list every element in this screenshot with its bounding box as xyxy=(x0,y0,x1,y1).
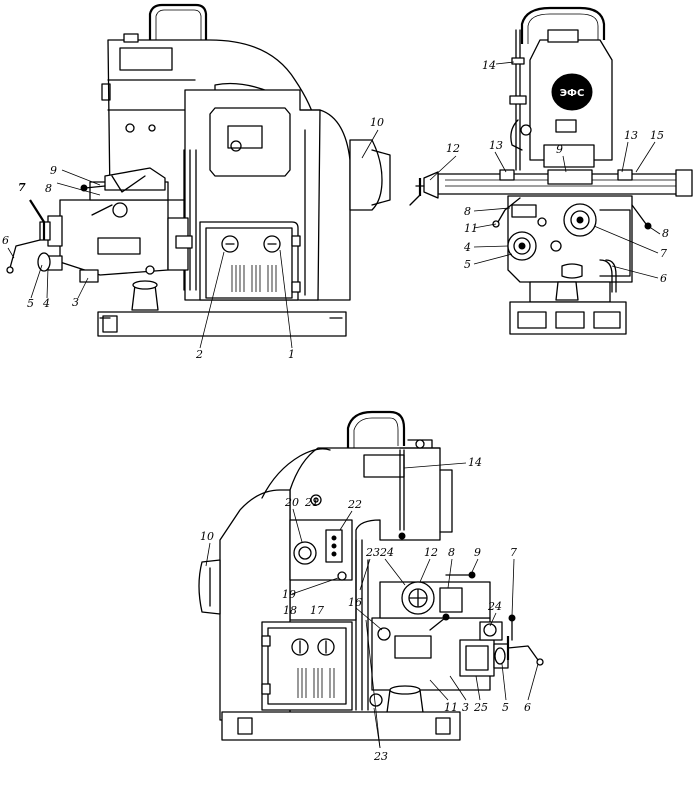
back-label-18: 18 xyxy=(283,604,297,617)
front-label-8b: 8 xyxy=(662,227,669,240)
side-head-plate xyxy=(119,47,173,71)
back-label-24a: 24 xyxy=(379,546,394,559)
side-top-handle xyxy=(148,3,208,42)
back-label-6: 6 xyxy=(524,701,531,714)
back-label-17: 17 xyxy=(310,604,324,617)
side-label-1: 1 xyxy=(288,348,295,361)
back-label-11: 11 xyxy=(444,701,458,714)
side-crank xyxy=(9,239,41,269)
back-label-21: 21 xyxy=(304,496,319,509)
back-label-3: 3 xyxy=(462,701,469,714)
front-label-6: 6 xyxy=(660,272,667,285)
side-label-2: 2 xyxy=(195,348,203,361)
back-dial-20 xyxy=(293,541,317,565)
front-view: ЭФС xyxy=(409,6,693,335)
back-view-labels: 14 10 20 21 22 23 24 12 8 9 7 19 16 18 1… xyxy=(200,456,539,763)
side-view xyxy=(6,3,391,337)
back-label-23b: 23 xyxy=(373,750,388,763)
back-top-handle xyxy=(346,410,406,448)
back-label-14: 14 xyxy=(468,456,482,469)
back-label-10: 10 xyxy=(200,530,214,543)
back-label-9: 9 xyxy=(474,546,481,559)
side-label-3: 3 xyxy=(72,296,79,309)
front-label-5: 5 xyxy=(464,258,471,271)
side-view-labels: 1 2 3 4 5 6 7 8 9 10 xyxy=(2,116,384,361)
back-label-7: 7 xyxy=(510,546,517,559)
front-label-9: 9 xyxy=(556,143,563,156)
side-column-window xyxy=(209,107,291,177)
side-label-5: 5 xyxy=(27,297,34,310)
back-label-12: 12 xyxy=(424,546,438,559)
back-label-16: 16 xyxy=(348,596,362,609)
front-label-13b: 13 xyxy=(624,129,638,142)
side-label-8: 8 xyxy=(45,182,52,195)
side-label-9: 9 xyxy=(50,164,57,177)
back-saddle xyxy=(379,581,491,619)
back-label-8: 8 xyxy=(448,546,455,559)
front-logo-text: ЭФС xyxy=(560,88,585,99)
side-label-7: 7 xyxy=(18,181,26,194)
back-label-23a: 23 xyxy=(365,546,380,559)
side-motor xyxy=(349,139,383,211)
front-label-4: 4 xyxy=(463,241,471,254)
front-base xyxy=(509,301,627,335)
front-logo-badge xyxy=(551,73,593,111)
back-label-22: 22 xyxy=(347,498,362,511)
back-label-5: 5 xyxy=(502,701,509,714)
front-label-12: 12 xyxy=(446,142,460,155)
side-table xyxy=(104,167,166,191)
back-label-24b: 24 xyxy=(487,600,502,613)
back-cabinet xyxy=(261,621,353,711)
back-view xyxy=(198,410,544,741)
front-label-8: 8 xyxy=(464,205,471,218)
side-base xyxy=(97,311,347,337)
front-label-14: 14 xyxy=(482,59,496,72)
back-label-25: 25 xyxy=(473,701,488,714)
back-base xyxy=(221,711,461,741)
side-label-6: 6 xyxy=(2,234,9,247)
front-label-11: 11 xyxy=(464,222,478,235)
front-label-7: 7 xyxy=(660,247,667,260)
back-label-19: 19 xyxy=(282,588,296,601)
front-handwheel-left xyxy=(423,171,439,199)
side-plate xyxy=(97,237,141,255)
side-label-4: 4 xyxy=(42,297,50,310)
front-view-labels: 14 12 13 9 13 15 8 11 4 5 8 7 6 xyxy=(429,59,669,285)
back-plate xyxy=(394,635,432,659)
front-label-13a: 13 xyxy=(489,139,503,152)
front-top-handle xyxy=(520,6,606,44)
front-label-15: 15 xyxy=(650,129,664,142)
back-head-plate xyxy=(363,454,405,478)
side-label-10: 10 xyxy=(370,116,384,129)
back-label-20: 20 xyxy=(284,496,299,509)
